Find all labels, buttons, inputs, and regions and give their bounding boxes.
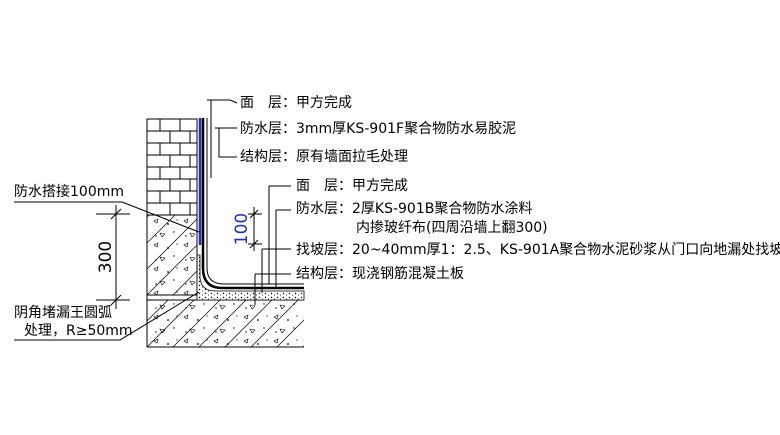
wall-concrete-base (146, 214, 198, 296)
floor-layer-2b: 内掺玻纤布(四周沿墙上翻300) (356, 220, 548, 236)
floor-layer-1-text: 甲方完成 (352, 178, 408, 194)
floor-layer-3-label: 找坡层： (296, 242, 352, 258)
floor-layer-2-label: 防水层： (296, 201, 352, 217)
dim-300 (96, 205, 130, 309)
wall-layer-3: 结构层：原有墙面拉毛处理 (240, 149, 408, 165)
floor-layer-4-label: 结构层： (296, 266, 352, 282)
floor-layer-1: 面 层：甲方完成 (296, 178, 408, 194)
mortar-fill (196, 254, 305, 301)
brick-wall (146, 118, 198, 216)
corner-note-line2: 处理，R≥50mm (24, 323, 133, 339)
wall-layer-1-label: 面 层： (240, 95, 296, 111)
wall-layer-3-text: 原有墙面拉毛处理 (296, 149, 408, 165)
dim-300-text: 300 (96, 241, 116, 273)
floor-layer-3: 找坡层：20~40mm厚1：2.5、KS-901A聚合物水泥砂浆从门口向地漏处找… (296, 242, 780, 258)
floor-layer-2b-text: 内掺玻纤布(四周沿墙上翻300) (356, 220, 548, 236)
wall-leaders (207, 99, 238, 178)
wall-layer-2: 防水层：3mm厚KS-901F聚合物防水易胶泥 (240, 121, 516, 137)
floor-layer-2-text: 2厚KS-901B聚合物防水涂料 (352, 201, 533, 217)
wall-layer-1: 面 层：甲方完成 (240, 95, 352, 111)
overlap-note: 防水搭接100mm (14, 184, 124, 200)
corner-note-line1: 阴角堵漏王圆弧 (14, 305, 112, 321)
floor-leaders (254, 185, 291, 305)
floor-layer-2: 防水层：2厚KS-901B聚合物防水涂料 (296, 201, 532, 217)
floor-layer-1-label: 面 层： (296, 178, 352, 194)
floor-layer-3-text: 20~40mm厚1：2.5、KS-901A聚合物水泥砂浆从门口向地漏处找坡 (352, 242, 780, 258)
floor-layer-4-text: 现浇钢筋混凝土板 (352, 266, 464, 282)
wall-layer-2-text: 3mm厚KS-901F聚合物防水易胶泥 (296, 121, 517, 137)
wall-layer-2-label: 防水层： (240, 121, 296, 137)
wall-layer-1-text: 甲方完成 (296, 95, 352, 111)
floor-surface-line (206, 118, 304, 285)
dim-100 (248, 207, 262, 251)
floor-layer-4: 结构层：现浇钢筋混凝土板 (296, 266, 464, 282)
wall-layer-3-label: 结构层： (240, 149, 296, 165)
dim-100-text: 100 (232, 213, 252, 245)
left-note-leaders (14, 201, 200, 341)
waterproof-coating (201, 118, 304, 290)
